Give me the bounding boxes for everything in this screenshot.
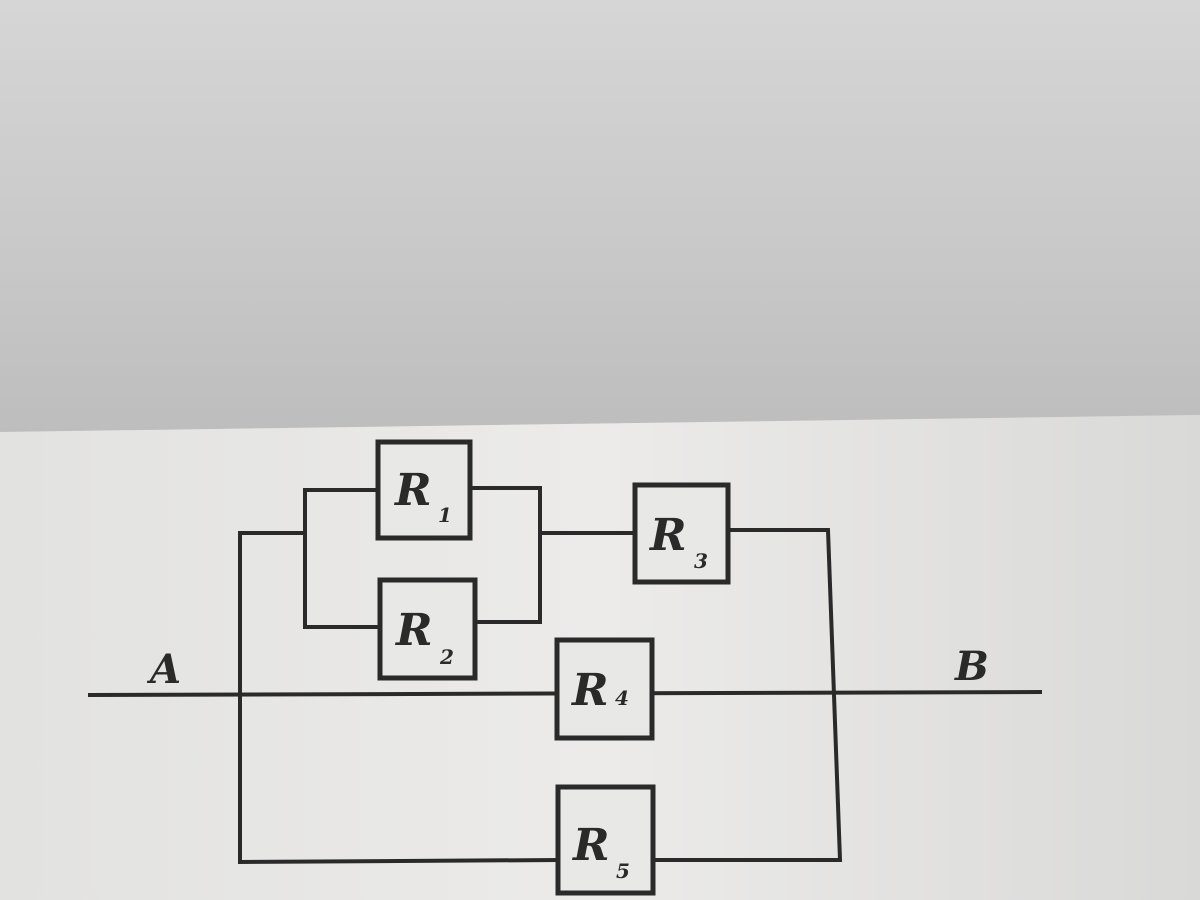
svg-text:2: 2	[439, 645, 454, 669]
terminal-a: A	[146, 646, 181, 693]
resistor-r1: R 1	[375, 439, 473, 541]
svg-text:R: R	[394, 605, 433, 656]
svg-text:3: 3	[694, 549, 708, 573]
svg-text:R: R	[648, 510, 687, 561]
svg-text:A: A	[146, 646, 181, 693]
svg-text:1: 1	[438, 503, 452, 527]
resistor-r5: R 5	[555, 784, 656, 896]
paper-upper	[0, 0, 1200, 435]
svg-text:R: R	[393, 465, 432, 516]
terminal-b: B	[954, 643, 989, 690]
svg-text:R: R	[570, 665, 609, 716]
svg-text:5: 5	[616, 859, 630, 883]
resistor-r4: R 4	[554, 637, 655, 741]
resistor-r2: R 2	[377, 577, 478, 681]
svg-text:R: R	[571, 820, 610, 871]
svg-text:4: 4	[615, 686, 629, 710]
svg-text:B: B	[954, 643, 989, 690]
resistor-r3: R 3	[632, 482, 731, 585]
